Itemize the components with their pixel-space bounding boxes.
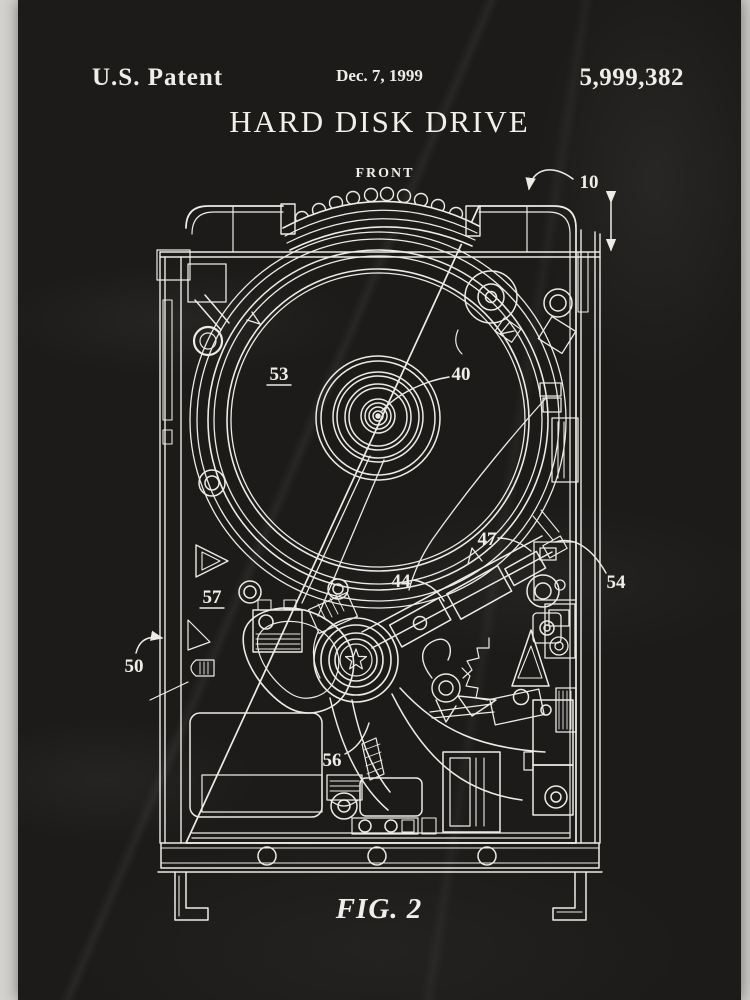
crash-stop [430,630,576,732]
idler-pulley [456,271,521,354]
spindle-hub [316,356,440,480]
arm-counterweight [330,688,545,810]
drive-housing [160,206,600,843]
ref-numeral-47: 47 [478,529,498,550]
voice-coil-yoke [191,600,354,713]
ref-numeral-57: 57 [203,587,223,608]
front-bezel [281,188,480,251]
actuator-pivot [313,618,398,702]
ref-numeral-40: 40 [452,364,471,385]
front-label: FRONT [356,166,415,181]
vent-flag [150,545,228,700]
patent-poster: U.S. Patent Dec. 7, 1999 5,999,382 HARD … [18,0,741,1000]
ref-numeral-50: 50 [125,656,144,677]
reference-annotations: FRONT 10 53 40 47 44 54 57 50 56 FIG. 2 [125,166,627,925]
actuator-arm [309,510,568,648]
ref-numeral-54: 54 [607,572,627,593]
bottom-components [190,700,573,834]
patent-date-label: Dec. 7, 1999 [336,66,423,85]
corner-latch [188,264,229,355]
right-side-brackets [534,383,578,658]
ref-numeral-44: 44 [392,571,412,592]
bottom-rail [158,833,602,920]
left-mounting-rail [157,250,190,843]
patent-number-label: 5,999,382 [579,64,684,91]
chassis-screws [199,289,576,603]
ref-numeral-56: 56 [323,750,342,771]
patent-title: HARD DISK DRIVE [229,104,530,139]
ref-numeral-10: 10 [580,172,599,193]
disk-platter [190,232,566,616]
latch-lever [423,638,496,722]
patent-publication-label: U.S. Patent [92,64,224,91]
figure-label: FIG. 2 [335,893,423,925]
ref-numeral-53: 53 [270,364,289,385]
right-mounting-rail [578,230,600,843]
